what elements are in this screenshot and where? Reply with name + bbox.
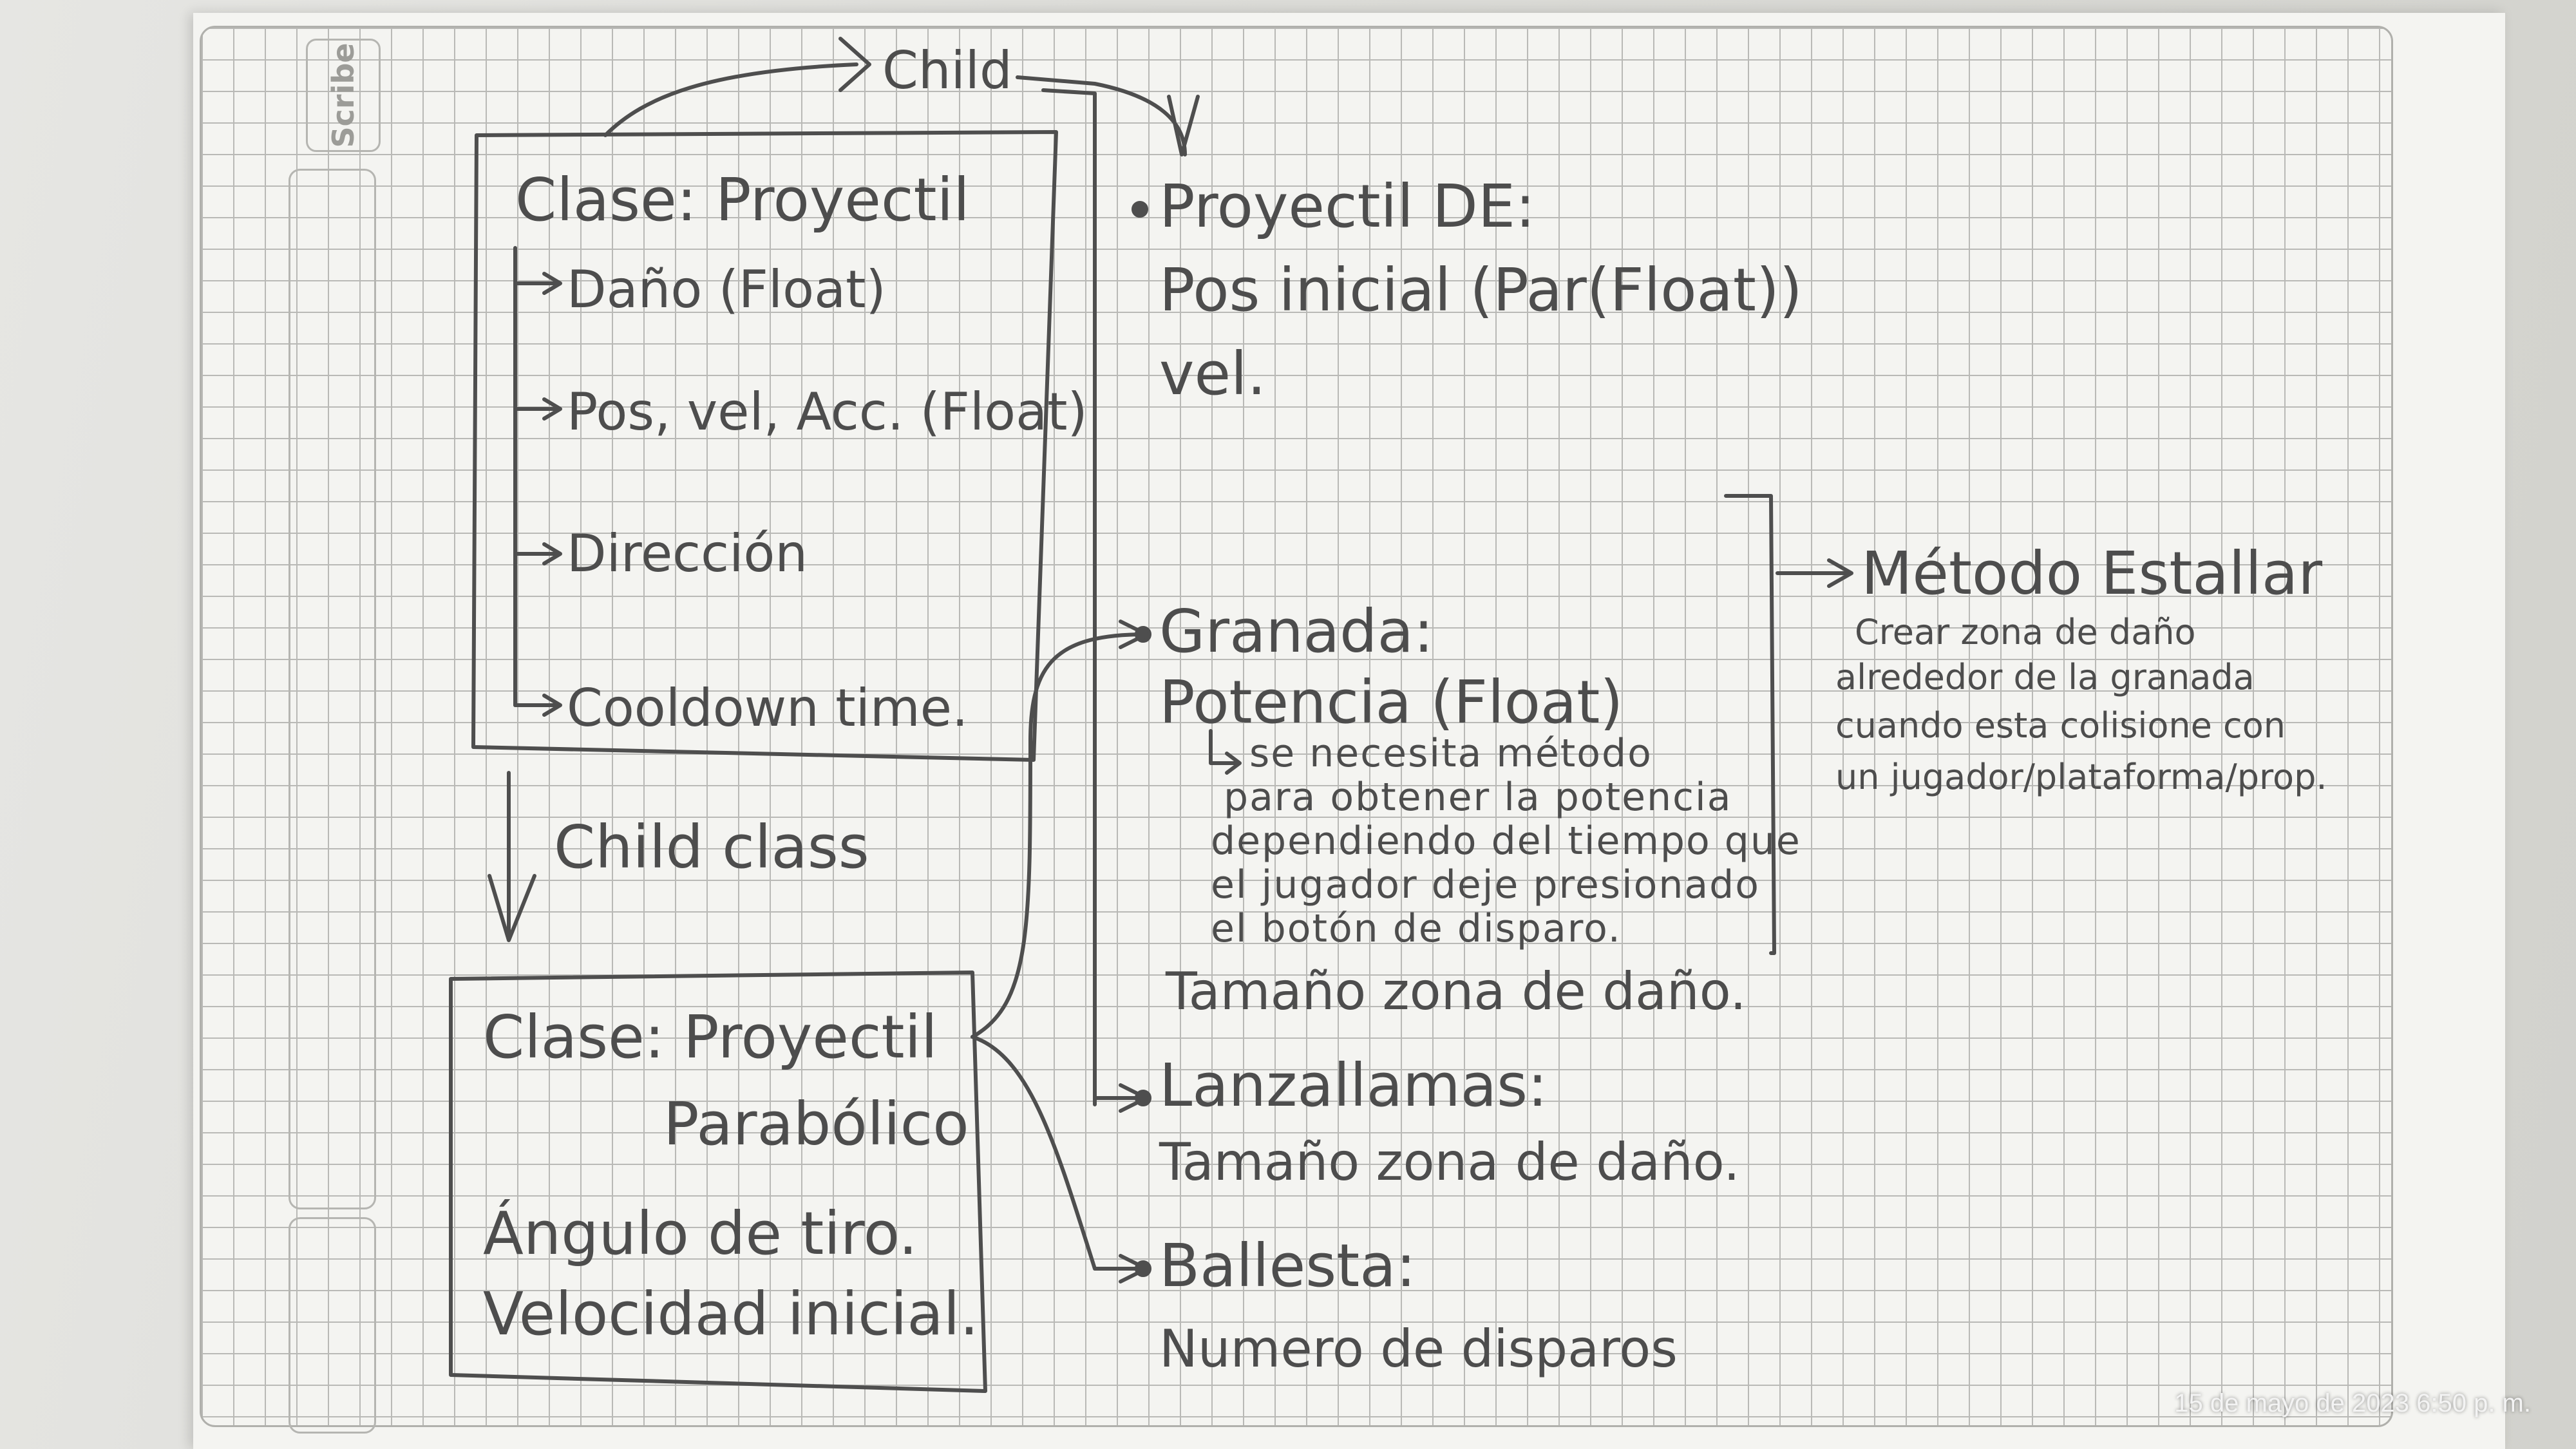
branch-arrow-granada bbox=[971, 620, 1148, 1039]
bullet-lanzallamas bbox=[1135, 1090, 1151, 1106]
child-label-top: Child bbox=[882, 41, 1012, 100]
parent-attr-direccion: Dirección bbox=[567, 524, 808, 583]
child-class-box bbox=[449, 971, 987, 1393]
child-arrow-top bbox=[603, 37, 871, 137]
child-to-de-arrow bbox=[1016, 75, 1200, 156]
attribute-arrow-4 bbox=[513, 694, 562, 717]
lanzallamas-title: Lanzallamas: bbox=[1159, 1051, 1548, 1120]
metodo-line-1: Crear zona de daño bbox=[1855, 612, 2196, 652]
parent-attr-pos-vel-acc: Pos, vel, Acc. (Float) bbox=[567, 382, 1088, 442]
metodo-title: Método Estallar bbox=[1861, 539, 2323, 608]
child-class-title-2: Parabólico bbox=[663, 1090, 969, 1159]
metodo-bracket bbox=[1724, 494, 1776, 955]
proyectil-de-title: Proyectil DE: bbox=[1159, 172, 1535, 241]
main-branch-line bbox=[1041, 88, 1097, 1106]
note-sub-arrow bbox=[1209, 729, 1242, 775]
metodo-arrow bbox=[1776, 558, 1853, 588]
ballesta-title: Ballesta: bbox=[1159, 1231, 1416, 1300]
child-attr-velocidad: Velocidad inicial. bbox=[483, 1280, 979, 1349]
parent-class-title: Clase: Proyectil bbox=[515, 166, 970, 234]
bullet-granada bbox=[1135, 626, 1151, 643]
ballesta-disparos: Numero de disparos bbox=[1159, 1319, 1678, 1379]
metodo-line-4: un jugador/plataforma/prop. bbox=[1835, 757, 2327, 797]
granada-title: Granada: bbox=[1159, 597, 1434, 666]
child-class-title-1: Clase: Proyectil bbox=[483, 1003, 938, 1072]
bullet-de bbox=[1132, 201, 1148, 218]
child-class-arrow bbox=[488, 771, 536, 942]
granada-zona: Tamaño zona de daño. bbox=[1166, 961, 1747, 1021]
grid-paper bbox=[200, 26, 2393, 1427]
branch-arrow-ballesta bbox=[971, 1035, 1148, 1283]
proyectil-de-pos: Pos inicial (Par(Float)) bbox=[1159, 256, 1803, 325]
granada-potencia: Potencia (Float) bbox=[1159, 668, 1624, 737]
attribute-arrow-1 bbox=[513, 272, 562, 295]
proyectil-de-vel: vel. bbox=[1159, 339, 1266, 408]
attribute-bracket bbox=[513, 246, 556, 707]
granada-note-5: el botón de disparo. bbox=[1211, 906, 1622, 951]
metodo-line-3: cuando esta colisione con bbox=[1835, 705, 2286, 746]
parent-attr-cooldown: Cooldown time. bbox=[567, 678, 969, 738]
child-class-label: Child class bbox=[554, 813, 869, 882]
granada-note-3: dependiendo del tiempo que bbox=[1211, 819, 1801, 864]
metodo-line-2: alrededor de la granada bbox=[1835, 657, 2255, 697]
child-attr-angulo: Ángulo de tiro. bbox=[483, 1199, 918, 1268]
attribute-arrow-3 bbox=[513, 542, 562, 565]
lanzallamas-zona: Tamaño zona de daño. bbox=[1159, 1132, 1740, 1192]
granada-note-4: el jugador deje presionado bbox=[1211, 862, 1760, 907]
granada-note-1: se necesita método bbox=[1249, 731, 1653, 776]
attribute-arrow-2 bbox=[513, 397, 562, 421]
margin-frame-lower bbox=[289, 1217, 376, 1434]
margin-frame-upper bbox=[289, 169, 376, 1209]
scribe-logo: Scribe bbox=[306, 39, 381, 152]
bullet-ballesta bbox=[1135, 1260, 1151, 1277]
photo-timestamp: 15 de mayo de 2023 6:50 p. m. bbox=[2174, 1389, 2531, 1417]
parent-attr-dano: Daño (Float) bbox=[567, 260, 886, 319]
parent-class-box bbox=[471, 130, 1058, 762]
granada-note-2: para obtener la potencia bbox=[1224, 775, 1732, 820]
